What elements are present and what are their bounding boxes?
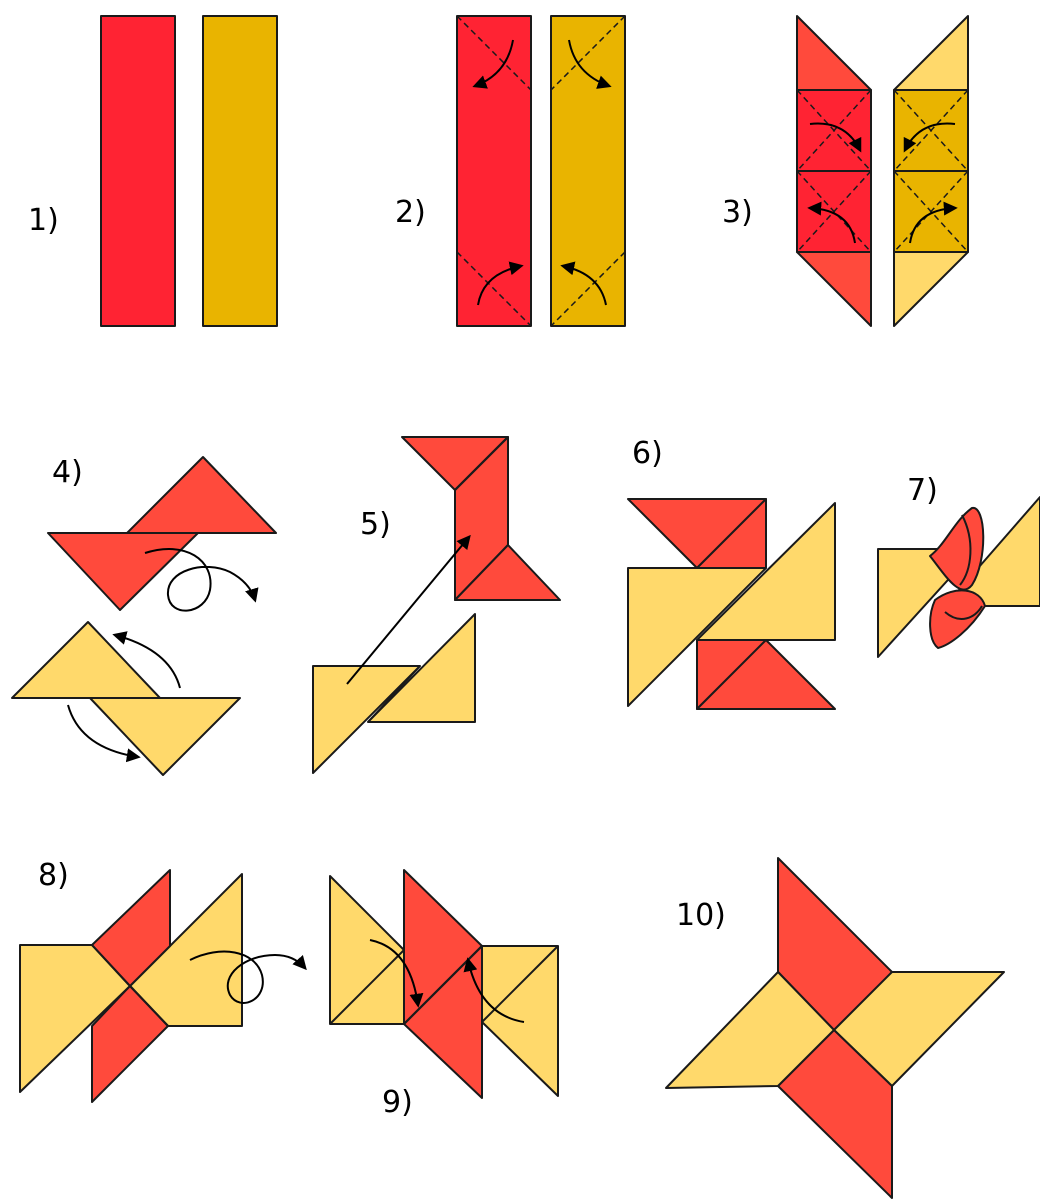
red-folded-tip-top bbox=[796, 15, 872, 91]
red-folded-tip-bottom bbox=[796, 251, 872, 327]
fold-arrow-icon bbox=[809, 122, 862, 153]
red-strip-with-creases bbox=[456, 15, 532, 327]
step-1: 1) bbox=[28, 15, 278, 327]
step-10-label: 10) bbox=[676, 898, 726, 933]
crease-line bbox=[893, 89, 969, 172]
flip-arrow-icon bbox=[189, 950, 307, 1004]
step-7-label: 7) bbox=[907, 473, 938, 508]
red-piece-lower-triangle bbox=[47, 532, 199, 611]
step-2: 2) bbox=[395, 15, 626, 327]
crease-line bbox=[893, 170, 969, 253]
rotate-arrow-icon bbox=[112, 631, 181, 689]
yellow-strip-with-creases bbox=[550, 15, 626, 327]
fold-line bbox=[454, 436, 509, 491]
step-4: 4) bbox=[11, 455, 277, 776]
fold-arrow-icon bbox=[807, 201, 856, 244]
crease-line bbox=[796, 89, 872, 172]
yellow-piece-left bbox=[312, 665, 421, 774]
yellow-folded-tip-top bbox=[893, 15, 969, 91]
yellow-folded-tip-bottom bbox=[893, 251, 969, 327]
crease-line bbox=[456, 251, 532, 327]
step-5: 5) bbox=[312, 436, 561, 774]
fold-arrow-icon bbox=[472, 39, 514, 89]
step-9: 9) bbox=[329, 869, 559, 1120]
step-1-label: 1) bbox=[28, 203, 59, 238]
yellow-left-triangle bbox=[627, 567, 767, 707]
yellow-piece-upper-triangle bbox=[11, 621, 161, 699]
yellow-paper-strip bbox=[202, 15, 278, 327]
step-6: 6) bbox=[627, 436, 836, 710]
flip-arrow-icon bbox=[144, 548, 259, 612]
red-curled-flap-top bbox=[929, 507, 985, 591]
crease-line bbox=[456, 15, 532, 91]
step-8: 8) bbox=[19, 858, 307, 1103]
curl-edge-line bbox=[944, 605, 983, 620]
fold-line bbox=[329, 949, 405, 1025]
step-7: 7) bbox=[877, 473, 1040, 658]
crease-line bbox=[550, 251, 626, 327]
yellow-piece-right bbox=[367, 613, 476, 723]
red-paper-strip bbox=[100, 15, 176, 327]
tuck-arrow-icon bbox=[463, 957, 525, 1023]
insert-arrow-icon bbox=[346, 534, 471, 685]
fold-arrow-icon bbox=[477, 261, 524, 306]
red-bottom-triangle bbox=[696, 639, 836, 710]
fold-line bbox=[129, 985, 169, 1027]
rotate-arrow-icon bbox=[67, 704, 141, 763]
step-3-label: 3) bbox=[722, 195, 753, 230]
step-10: 10) bbox=[665, 857, 1005, 1199]
crease-line bbox=[796, 170, 872, 253]
step-3: 3) bbox=[722, 15, 969, 327]
yellow-star-point-left bbox=[665, 971, 835, 1089]
step-5-label: 5) bbox=[360, 507, 391, 542]
step-2-label: 2) bbox=[395, 195, 426, 230]
fold-line bbox=[91, 944, 131, 987]
curl-edge-line bbox=[959, 514, 972, 586]
red-piece-upper-triangle bbox=[126, 456, 277, 534]
crease-line bbox=[550, 15, 626, 91]
step-6-label: 6) bbox=[632, 436, 663, 471]
red-piece-bottom-triangle bbox=[454, 544, 561, 601]
fold-arrow-icon bbox=[568, 39, 612, 89]
step-8-label: 8) bbox=[38, 858, 69, 893]
yellow-piece-lower-triangle bbox=[89, 697, 241, 776]
fold-arrow-icon bbox=[903, 122, 956, 153]
yellow-right-triangle bbox=[696, 502, 836, 641]
fold-arrow-icon bbox=[560, 261, 607, 306]
step-9-label: 9) bbox=[382, 1085, 413, 1120]
step-4-label: 4) bbox=[52, 455, 83, 490]
tuck-arrow-icon bbox=[369, 939, 424, 1008]
fold-arrow-icon bbox=[909, 201, 958, 244]
fold-line bbox=[367, 665, 421, 723]
